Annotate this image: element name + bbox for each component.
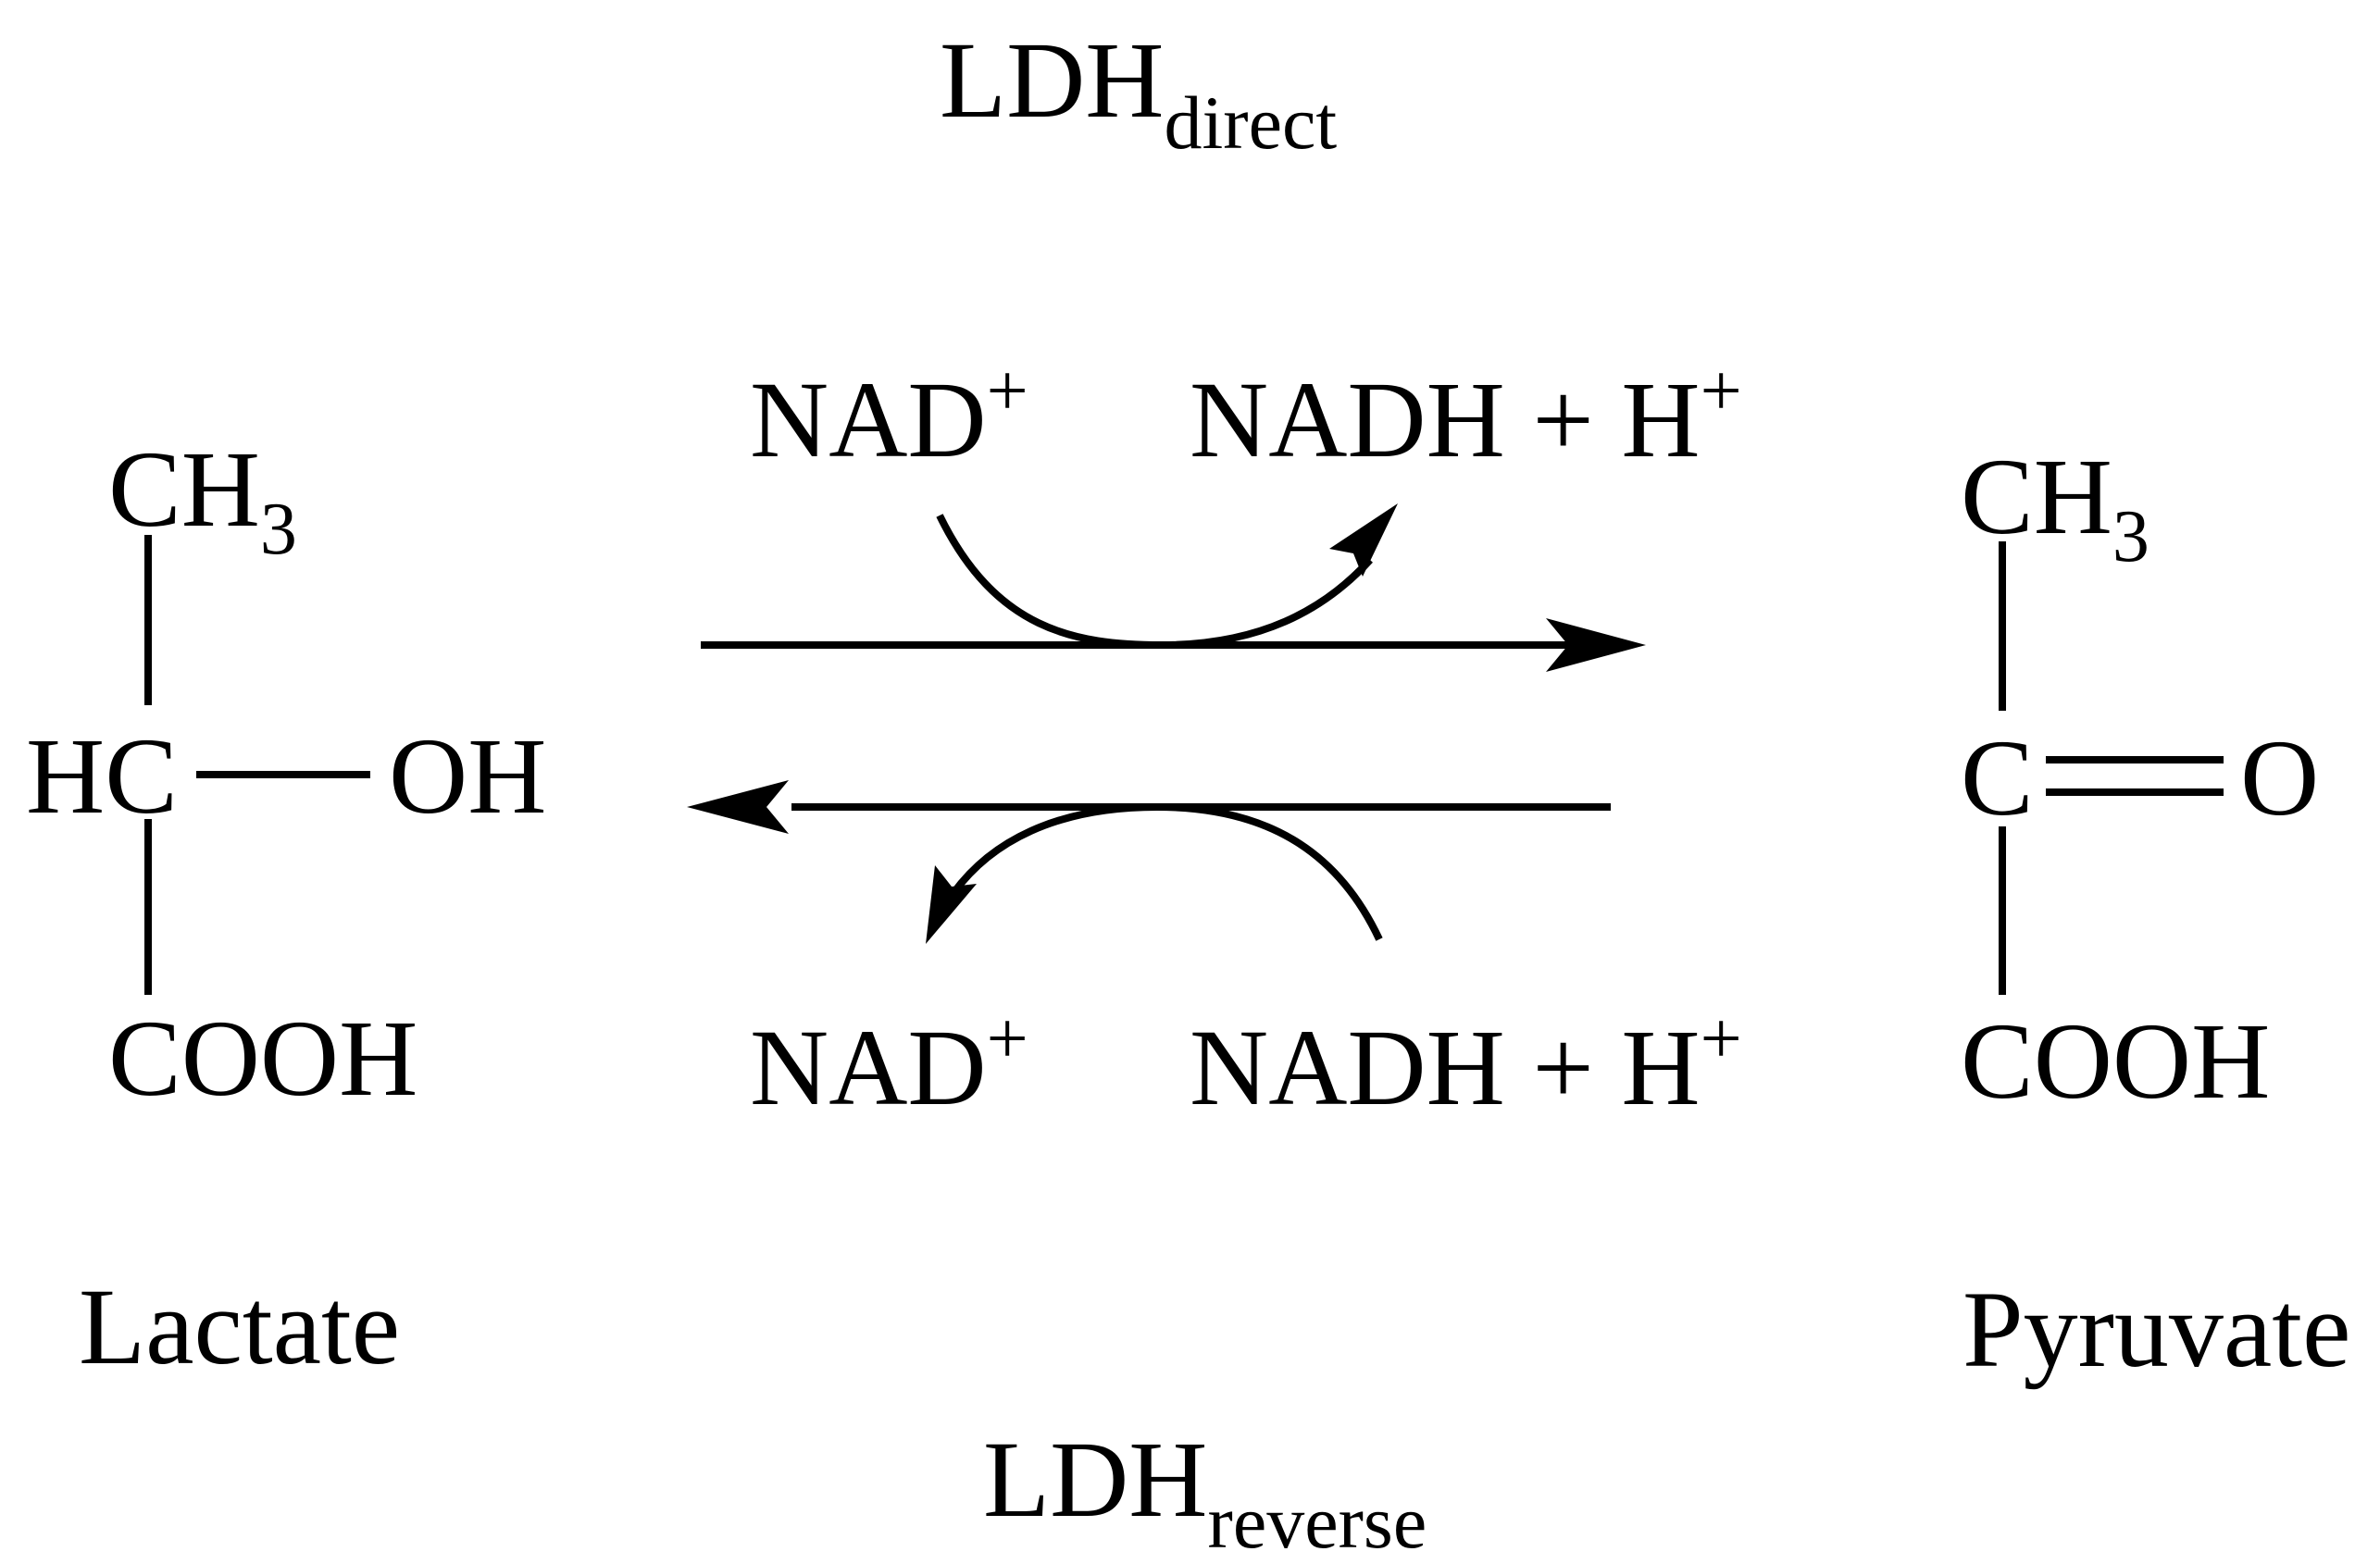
pyruvate-o: O	[2240, 717, 2320, 838]
enzyme-label-direct: LDHdirect	[940, 26, 1337, 161]
forward-cofactor-out: NADH + H+	[1190, 354, 1742, 475]
enzyme-direct-subscript: direct	[1164, 81, 1338, 165]
lactate-name: Lactate	[79, 1266, 401, 1387]
enzyme-reverse-subscript: reverse	[1207, 1480, 1427, 1564]
enzyme-direct-main: LDH	[940, 19, 1165, 141]
pyruvate-ch3: CH3	[1961, 442, 2149, 575]
forward-nadh-superscript: +	[1700, 351, 1742, 432]
reverse-arrowhead	[687, 780, 789, 834]
lactate-oh: OH	[389, 715, 547, 837]
enzyme-reverse-main: LDH	[983, 1419, 1208, 1540]
backward-nadh-superscript: +	[1700, 999, 1742, 1080]
lactate-ch3-main: CH	[108, 428, 260, 550]
lactate-ch3-subscript: 3	[259, 489, 297, 570]
pyruvate-ch3-subscript: 3	[2112, 496, 2149, 577]
lactate-ch3: CH3	[108, 435, 297, 567]
pyruvate-ch3-main: CH	[1961, 436, 2112, 557]
lactate-hc: HC	[26, 715, 178, 837]
pyruvate-c: C	[1961, 717, 2034, 838]
forward-arrowhead	[1546, 618, 1646, 672]
forward-nad-main: NAD	[750, 359, 987, 480]
backward-cofactor-out: NAD+	[750, 1002, 1028, 1123]
backward-nad-superscript: +	[986, 999, 1028, 1080]
reverse-cofactor-arrowhead	[926, 865, 977, 944]
pyruvate-name: Pyruvate	[1963, 1269, 2351, 1390]
reverse-cofactor-curve	[950, 802, 1383, 941]
lactate-cooh: COOH	[108, 998, 418, 1119]
backward-nad-main: NAD	[750, 1007, 987, 1128]
forward-nadh-main: NADH + H	[1190, 359, 1701, 480]
backward-cofactor-in: NADH + H+	[1190, 1002, 1742, 1123]
backward-nadh-main: NADH + H	[1190, 1007, 1701, 1128]
forward-cofactor-in: NAD+	[750, 354, 1028, 475]
forward-nad-superscript: +	[986, 351, 1028, 432]
forward-cofactor-curve	[936, 514, 1373, 650]
forward-cofactor-arrowhead	[1329, 503, 1398, 577]
enzyme-label-reverse: LDHreverse	[983, 1425, 1427, 1560]
pyruvate-cooh: COOH	[1961, 1000, 2271, 1122]
